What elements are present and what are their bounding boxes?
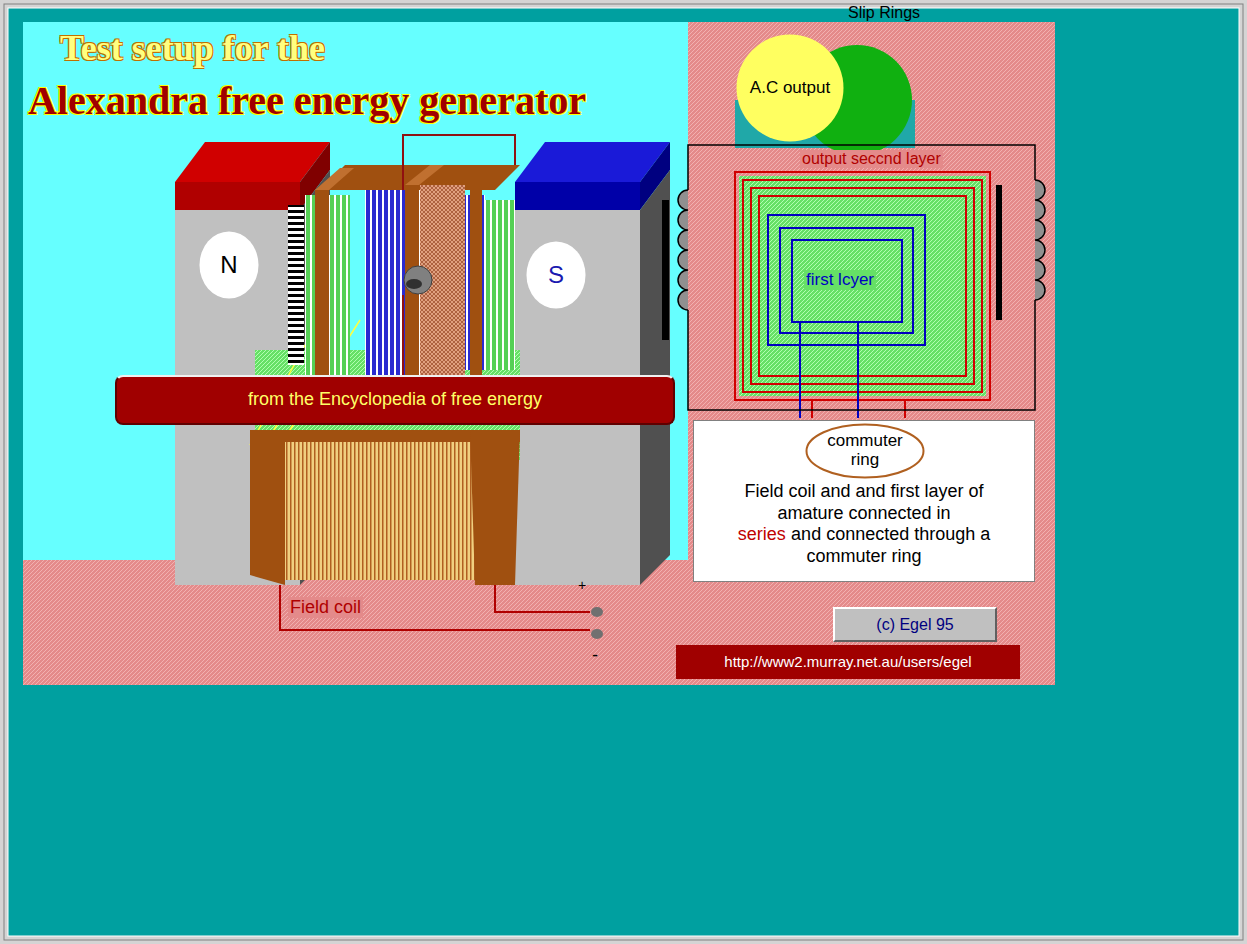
- armature-part: [470, 190, 482, 380]
- node-text: S: [548, 261, 564, 290]
- armature-part: [406, 279, 422, 289]
- note-box: Field coil and and first layer of amatur…: [693, 420, 1035, 582]
- source-banner: from the Encyclopedia of free energy: [115, 375, 675, 425]
- armature-part: [403, 135, 515, 190]
- output-circuit-part: [678, 190, 688, 310]
- node-text: from the Encyclopedia of free energy: [248, 389, 542, 411]
- south-magnet-part: [515, 182, 640, 210]
- page-frame-part: [8, 8, 1239, 936]
- field-coil-wires-part: [591, 607, 603, 617]
- field-coil-part: [275, 440, 475, 580]
- output-winding-part: [812, 400, 905, 418]
- south-magnet: [515, 142, 670, 585]
- output-winding-part: [768, 215, 925, 345]
- output-circuit-part: [996, 185, 1002, 320]
- output-winding-part: [780, 228, 913, 333]
- armature-part: [402, 295, 404, 380]
- armature-part: [404, 266, 432, 294]
- node-text: commuter ring: [825, 432, 905, 469]
- armature-part: [288, 205, 304, 365]
- field-coil-part: [470, 430, 520, 585]
- output-circuit-part: [688, 300, 1035, 410]
- slip-ring-circle-shape: [737, 35, 844, 142]
- background-panels-part: [688, 22, 1055, 685]
- output-winding: [735, 172, 990, 418]
- winding-label: output seccnd layer: [800, 150, 943, 168]
- field-coil-wires: [280, 585, 603, 639]
- text-line: seriesand connected through a commuter r…: [710, 524, 1018, 567]
- commuter-ring-shape: [807, 425, 924, 478]
- pole-label: S: [525, 240, 587, 310]
- page-frame-part: [4, 4, 1243, 940]
- output-winding-part: [759, 196, 966, 376]
- output-winding-part: [751, 188, 974, 384]
- node-text: Field coil and and first layer of amatur…: [710, 481, 1018, 524]
- field-coil-wires-part: [591, 629, 603, 639]
- armature-part: [315, 168, 354, 190]
- copyright-button: (c) Egel 95: [833, 607, 997, 642]
- output-winding-part: [735, 172, 990, 400]
- pole-label-shape: [200, 232, 259, 299]
- subtitle: Alexandra free energy generator: [28, 78, 586, 124]
- field-coil-part: [250, 430, 285, 585]
- north-magnet-part: [175, 182, 300, 210]
- output-winding-part: [792, 240, 902, 322]
- node-text: N: [220, 251, 237, 280]
- diagram-title: Test setup for the: [60, 28, 325, 69]
- polarity-sign: +: [578, 577, 586, 593]
- node-text: (c) Egel 95: [876, 615, 953, 634]
- output-circuit-part: [1035, 180, 1045, 300]
- field-coil: [250, 430, 520, 585]
- node-text: series: [738, 524, 786, 544]
- armature-part: [405, 165, 444, 185]
- node-text: and connected through a commuter ring: [791, 524, 990, 566]
- part-label: Slip Rings: [848, 4, 920, 22]
- field-coil-wires-part: [280, 585, 590, 630]
- url-box: http://www2.murray.net.au/users/egel: [676, 645, 1020, 679]
- armature-part: [485, 200, 515, 370]
- polarity-sign: -: [592, 645, 598, 666]
- field-coil-wires-part: [495, 585, 590, 612]
- output-winding-part: [800, 322, 858, 418]
- pole-label-shape: [527, 242, 586, 309]
- background-panels: [23, 22, 1055, 685]
- output-circuit-part: [662, 200, 669, 340]
- winding-label: first lcyer: [804, 270, 876, 290]
- pole-label: N: [198, 230, 260, 300]
- part-label: Field coil: [288, 597, 363, 618]
- output-winding-part: [743, 180, 982, 392]
- output-winding-part: [739, 176, 986, 396]
- output-circuit-part: [688, 145, 1035, 190]
- node-text: http://www2.murray.net.au/users/egel: [724, 653, 971, 671]
- commuter-ring: commuter ring: [805, 423, 925, 479]
- slip-ring-circle: A.C output: [735, 33, 845, 143]
- armature-part: [315, 190, 329, 385]
- node-text: A.C output: [750, 78, 830, 98]
- output-circuit: [662, 145, 1045, 410]
